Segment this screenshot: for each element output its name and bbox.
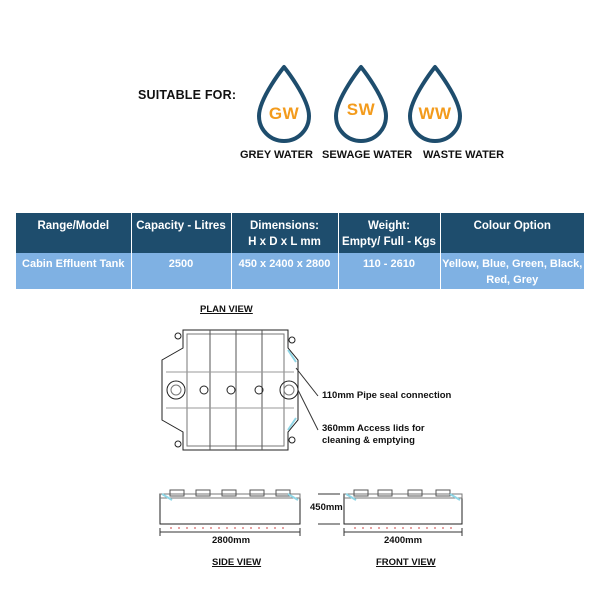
water-drop-icon [334,65,388,143]
sewage-water-caption: SEWAGE WATER [322,149,413,161]
width-dimension-label: 2400mm [384,535,423,546]
header-weight: Weight:Empty/ Full - Kgs [338,213,441,253]
drop-code: SW [346,100,376,119]
table-row: Cabin Effluent Tank 2500 450 x 2400 x 28… [16,253,584,289]
drop-code: WW [418,104,452,123]
grey-water-caption: GREY WATER [240,149,313,161]
grey-water-drop: GW [254,64,314,144]
lid-callout-leader [297,389,319,431]
waste-water-caption: WASTE WATER [423,149,505,161]
header-dimensions: Dimensions:H x D x L mm [231,213,339,253]
suitable-for-label: SUITABLE FOR: [138,88,237,102]
cell-weight: 110 - 2610 [338,253,441,289]
spec-table: Range/Model Capacity - Litres Dimensions… [16,213,584,289]
drop-code: GW [268,104,300,123]
front-view-title: FRONT VIEW [376,557,436,568]
header-capacity: Capacity - Litres [131,213,232,253]
pipe-callout-leader [295,367,319,397]
water-drop-icon [408,65,462,143]
sewage-water-drop: SW [331,64,391,144]
waste-water-drop: WW [405,64,465,144]
pipe-seal-callout: 110mm Pipe seal connection [322,390,452,401]
header-range-model: Range/Model [16,213,132,253]
cell-colours: Yellow, Blue, Green, Black,Red, Grey [440,253,584,289]
access-lid-callout-line-2: cleaning & emptying [322,435,415,446]
header-colour-option: Colour Option [440,213,584,253]
cell-dimensions: 450 x 2400 x 2800 [231,253,339,289]
length-dimension-label: 2800mm [212,535,251,546]
access-lid-callout-line-1: 360mm Access lids for [322,423,425,434]
front-view-outline [343,489,463,529]
cell-capacity: 2500 [131,253,232,289]
cell-model: Cabin Effluent Tank [16,253,132,289]
plan-view-outline [161,329,299,451]
table-header-row: Range/Model Capacity - Litres Dimensions… [16,213,584,253]
side-view-outline [159,489,301,529]
plan-view-title: PLAN VIEW [200,304,253,315]
pipe-seal-connections [174,332,296,448]
height-dimension-label: 450mm [310,502,343,513]
side-view-title: SIDE VIEW [212,557,262,568]
water-drop-icon [257,65,311,143]
